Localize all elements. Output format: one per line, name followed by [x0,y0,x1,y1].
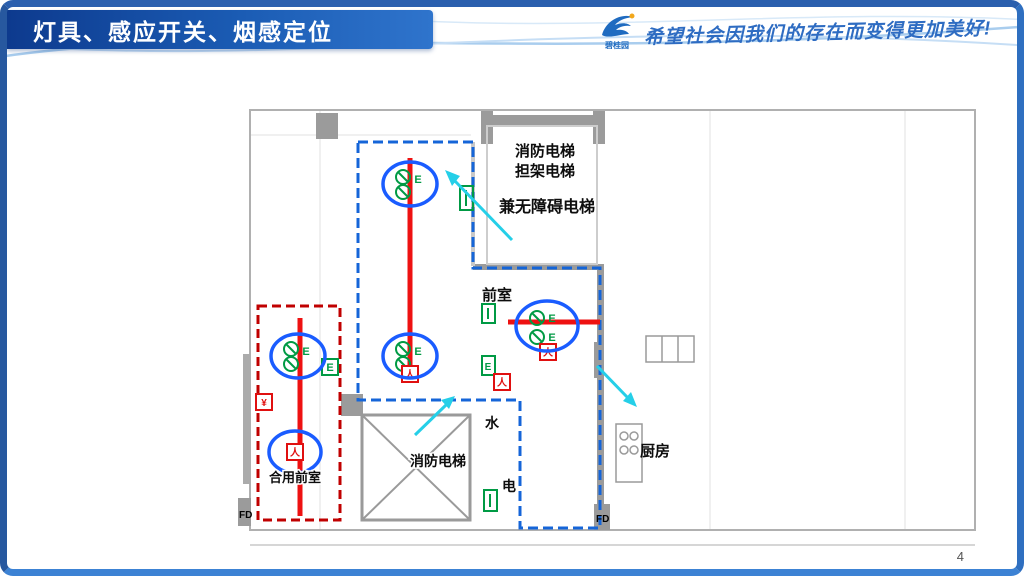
column [316,113,338,139]
detector-glyph: 人 [405,368,416,381]
label-stretcher-elevator: 担架电梯 [515,162,575,180]
red-detectors: 人 人 人 ¥ 人 [255,343,557,461]
label-fire-elevator-shaft: 消防电梯 [410,453,466,469]
e-label: E [548,332,555,344]
arrow-line [452,178,514,242]
column [341,394,363,416]
e-label: E [414,174,421,186]
page-number: 4 [956,549,964,564]
elevator-shaft [360,413,472,522]
highlight-circle [514,299,580,353]
e-label: E [548,313,555,325]
brand-logo-text: 碧桂园 [604,40,629,50]
detector-box [286,443,304,461]
label-fd-right: FD [596,514,609,525]
detector-glyph: ¥ [261,398,267,409]
title-banner: 灯具、感应开关、烟感定位 [7,10,433,49]
red-dashed-zone [256,304,342,522]
highlight-circle [267,429,323,475]
counter-icon [645,335,695,363]
e-label: E [414,346,421,358]
label-shared-front-room: 合用前室 [269,470,321,485]
detector-glyph: 人 [497,376,508,389]
cyan-arrows [413,170,637,437]
floor-plan: E E E E E E E 人 人 人 ¥ 人 [238,84,978,564]
highlight-circle [381,332,439,380]
highlight-circles [267,160,580,475]
stove-icon [615,423,643,483]
label-fire-elevator-top: 消防电梯 [515,142,575,160]
arrow-line [595,364,630,400]
detector-glyph: 人 [290,446,301,459]
arrow-line [413,403,448,437]
fd-damper-right [594,504,610,530]
detector-box [493,373,511,391]
highlight-circle [381,160,439,208]
brand-area: 碧桂园 希望社会因我们的存在而变得更加美好! [596,6,1016,56]
kitchen-fixtures [615,335,695,483]
door-header [487,115,599,125]
fd-damper-left [238,498,251,526]
highlight-circle [269,332,327,380]
e-label: E [485,362,492,373]
green-fixtures [283,169,545,512]
bird-glyph [602,15,633,37]
sensor-box [481,355,496,376]
sun-dot [629,13,635,19]
e-label: E [326,362,333,374]
outer-wall [249,109,976,531]
label-electric: 电 [502,478,516,494]
sensor-box [483,489,498,512]
arrow-head [441,396,455,409]
top-elevator-shaft [486,125,598,265]
label-barrier-free-elevator: 兼无障碍电梯 [499,197,595,216]
detector-box [255,393,273,411]
wall-left-segment [243,354,250,484]
blue-dashed-zone [356,140,602,530]
arrow-head [445,170,460,186]
brand-logo-icon: 碧桂园 [602,13,635,50]
label-kitchen: 厨房 [640,442,670,460]
swoosh-line [0,34,1024,53]
floor-plan-svg: E E E E E E E 人 人 人 ¥ 人 [238,109,976,546]
label-water: 水 [485,415,500,431]
label-fd-left: FD [239,510,252,521]
brand-slogan: 希望社会因我们的存在而变得更加美好! [643,17,992,49]
arrow-head [623,392,637,407]
e-label: E [302,346,309,358]
slide-title: 灯具、感应开关、烟感定位 [33,18,333,45]
label-front-room: 前室 [482,286,512,304]
sensor-box [481,303,496,324]
